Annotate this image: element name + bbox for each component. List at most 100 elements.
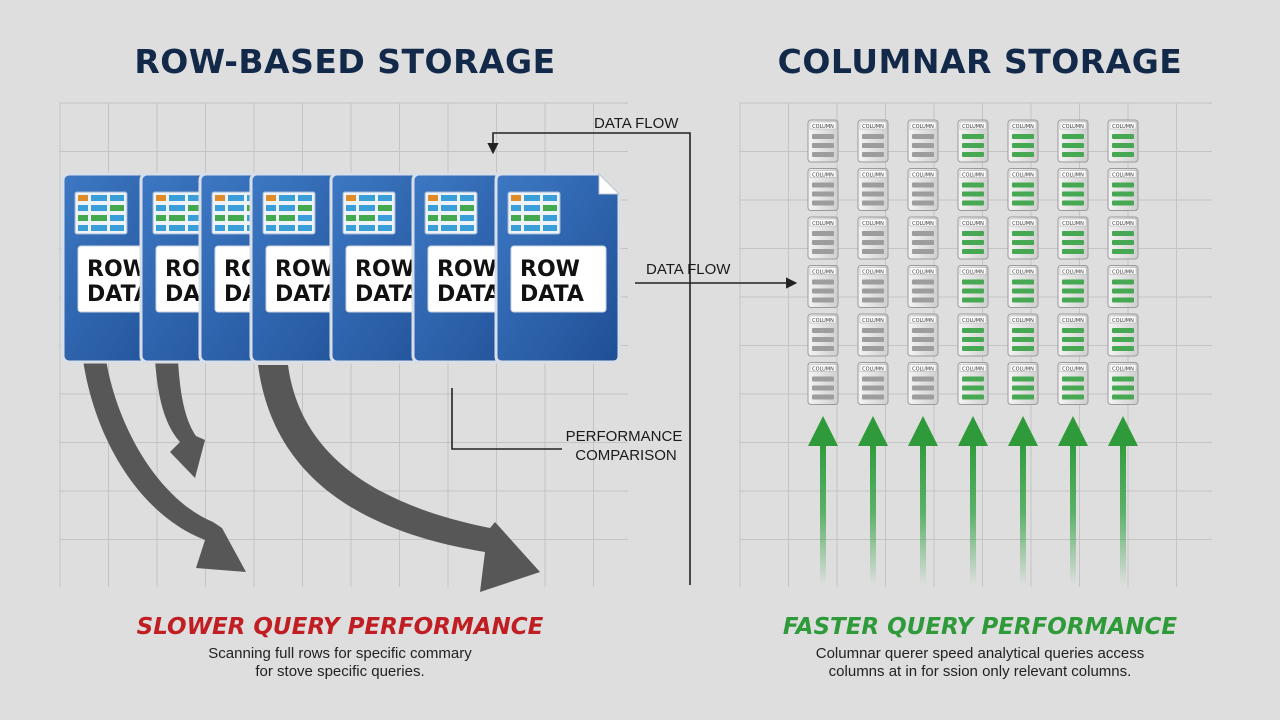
column-cell-label: COLUMN [962,270,984,276]
column-segment-icon: COLUMN [957,362,989,405]
column-segment-icon: COLUMN [957,313,989,357]
data-flow-top-connector [487,132,691,585]
columnar-storage-description: Columnar querer speed analytical queries… [680,645,1280,681]
up-arrow-icon [908,416,938,585]
up-arrow-icon [808,416,838,585]
column-segment-icon: COLUMN [857,216,889,260]
up-arrow-icon [958,416,988,585]
card-label-line1: ROW [437,257,497,282]
column-segment-icon: COLUMN [1107,313,1139,357]
column-cell-label: COLUMN [812,367,834,373]
column-cell-label: COLUMN [1112,221,1134,227]
up-arrow-icon [858,416,888,585]
performance-comparison-label-line2: COMPARISON [575,447,676,464]
column-cell-label: COLUMN [912,270,934,276]
performance-comparison-connector [451,388,562,450]
column-segment-icon: COLUMN [957,216,989,260]
column-segment-icon: COLUMN [857,265,889,308]
column-segment-icon: COLUMN [807,119,839,163]
column-segment-icon: COLUMN [1107,216,1139,260]
column-cell-label: COLUMN [862,367,884,373]
column-segment-icon: COLUMN [857,313,889,357]
column-cell-label: COLUMN [1062,318,1084,324]
column-segment-icon: COLUMN [807,362,839,405]
card-label-line1: ROW [520,257,580,282]
column-cell-label: COLUMN [862,124,884,130]
column-cell-label: COLUMN [862,173,884,179]
data-flow-top-label: DATA FLOW [594,115,679,132]
column-segment-icon: COLUMN [1057,362,1089,405]
column-segment-icon: COLUMN [807,313,839,357]
column-segment-icon: COLUMN [807,216,839,260]
description-line: Columnar querer speed analytical queries… [815,645,1145,662]
column-segment-icon: COLUMN [1007,119,1039,163]
column-segment-icon: COLUMN [1007,313,1039,357]
column-cell-label: COLUMN [1062,367,1084,373]
curved-arrow-icon [155,360,205,478]
description-line: Scanning full rows for specific commary [208,645,472,662]
column-cell-label: COLUMN [1062,221,1084,227]
faster-performance-label: FASTER QUERY PERFORMANCE [782,614,1178,640]
column-cell-label: COLUMN [812,124,834,130]
column-cell-label: COLUMN [862,270,884,276]
column-segment-icon: COLUMN [807,168,839,211]
column-cell-label: COLUMN [1012,318,1034,324]
up-arrow-icon [1008,416,1038,585]
column-segment-icon: COLUMN [1057,168,1089,211]
column-segment-icon: COLUMN [1057,216,1089,260]
column-segment-icon: COLUMN [907,313,939,357]
column-cell-label: COLUMN [1112,173,1134,179]
column-cell-label: COLUMN [812,173,834,179]
slower-performance-label: SLOWER QUERY PERFORMANCE [136,614,544,640]
column-cell-label: COLUMN [1012,367,1034,373]
column-cell-label: COLUMN [862,221,884,227]
card-label-line2: DATA [437,282,501,307]
column-cell-label: COLUMN [912,124,934,130]
column-segment-icon: COLUMN [957,265,989,308]
column-cell-label: COLUMN [962,367,984,373]
column-cell-label: COLUMN [912,367,934,373]
column-segment-icon: COLUMN [1107,119,1139,163]
column-cell-label: COLUMN [1012,173,1034,179]
column-cell-label: COLUMN [962,318,984,324]
description-line: columns at in for ssion only relevant co… [828,663,1132,680]
up-arrow-icon [1108,416,1138,585]
column-cell-label: COLUMN [812,221,834,227]
column-cell-label: COLUMN [812,270,834,276]
column-segment-icon: COLUMN [857,362,889,405]
card-label-line1: ROW [275,257,335,282]
column-segment-icon: COLUMN [1007,216,1039,260]
column-cell-label: COLUMN [1112,367,1134,373]
column-segment-icon: COLUMN [907,168,939,211]
column-segment-icon: COLUMN [907,362,939,405]
curved-arrow-icon [258,365,540,592]
column-segment-icon: COLUMN [857,119,889,163]
up-arrow-icon [1058,416,1088,585]
column-cell-label: COLUMN [862,318,884,324]
card-label-line1: ROW [87,257,147,282]
card-label-line1: ROW [355,257,415,282]
column-segment-icon: COLUMN [1107,168,1139,211]
column-segment-icon: COLUMN [1107,265,1139,308]
column-segment-icon: COLUMN [907,216,939,260]
column-cell-label: COLUMN [962,124,984,130]
column-cell-label: COLUMN [962,221,984,227]
column-cell-label: COLUMN [812,318,834,324]
column-cell-label: COLUMN [912,173,934,179]
columnar-grid: COLUMN COLUMN COLUMN COLUMN COLUMN COLUMN COLU… [807,119,1139,405]
column-segment-icon: COLUMN [957,119,989,163]
row-scan-arrows [83,360,540,592]
column-segment-icon: COLUMN [1007,265,1039,308]
column-scan-arrows [808,416,1138,585]
performance-comparison-label-line1: PERFORMANCE [566,428,683,445]
column-cell-label: COLUMN [962,173,984,179]
card-label-line2: DATA [275,282,339,307]
column-cell-label: COLUMN [1062,270,1084,276]
connector-lines [451,132,798,585]
column-cell-label: COLUMN [1062,124,1084,130]
column-cell-label: COLUMN [1012,124,1034,130]
column-segment-icon: COLUMN [807,265,839,308]
column-cell-label: COLUMN [1112,124,1134,130]
row-storage-title: ROW-BASED STORAGE [134,42,556,81]
